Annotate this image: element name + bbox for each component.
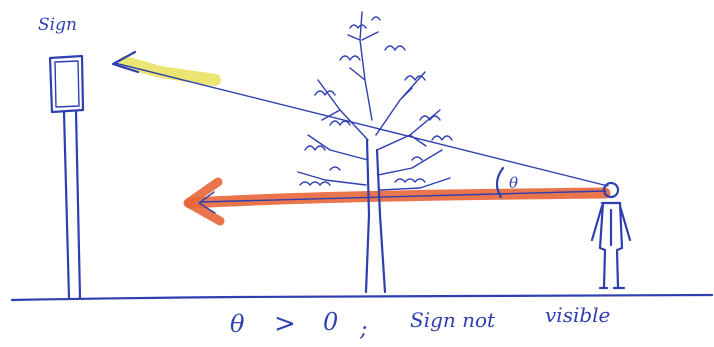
sign-board-inner <box>54 60 80 108</box>
caption-theta: θ <box>230 310 245 338</box>
caption-semicolon: ; <box>359 317 367 342</box>
ground-line <box>10 293 714 302</box>
sight-line <box>114 62 609 187</box>
sight-line-highlight <box>119 56 221 86</box>
sign-label: Sign <box>38 15 77 35</box>
sign-board <box>48 54 85 114</box>
caption-visible: visible <box>545 303 610 327</box>
caption-sign-not: Sign not <box>410 308 496 332</box>
tree-trunk <box>364 138 387 294</box>
caption-greater-than: > <box>274 309 296 339</box>
observer-body <box>590 201 632 289</box>
line-of-sight <box>111 50 609 187</box>
sign-post <box>62 109 82 300</box>
angle-theta-label: θ <box>509 174 518 192</box>
tree-branches <box>297 11 451 191</box>
caption-zero: 0 <box>323 308 338 336</box>
tree-foliage <box>299 16 453 186</box>
sign: Sign <box>38 15 85 300</box>
angle-arc <box>495 166 505 199</box>
horizontal-sight <box>183 177 611 226</box>
horizontal-highlight <box>184 187 611 209</box>
sight-arrowhead-icon <box>111 50 140 74</box>
angle-marker: θ <box>495 166 518 199</box>
caption: θ > 0 ; Sign not visible <box>230 303 610 342</box>
observer-head <box>602 181 620 199</box>
horizontal-highlight-arrowhead <box>183 177 225 226</box>
observer-figure <box>590 181 632 290</box>
tree <box>297 11 453 294</box>
horizontal-arrowhead-icon <box>198 191 216 214</box>
